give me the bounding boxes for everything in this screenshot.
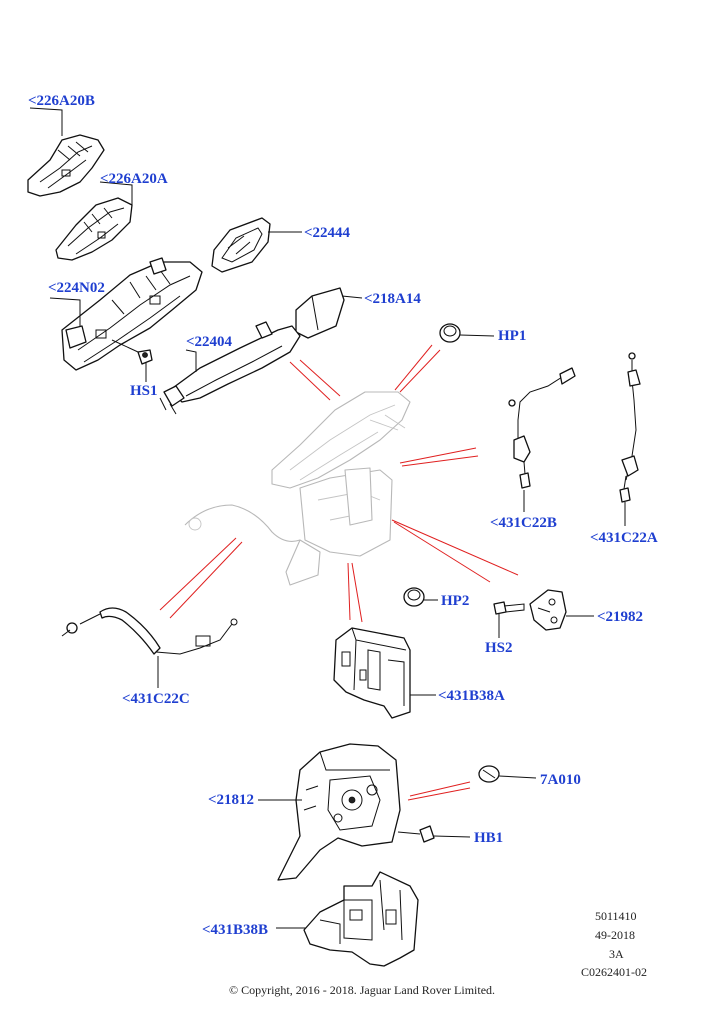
part-431B38A <box>333 627 436 719</box>
part-431C22C <box>61 607 238 688</box>
part-431B38B <box>276 871 419 967</box>
label-21812: <21812 <box>208 792 255 808</box>
label-HP1: HP1 <box>498 328 527 344</box>
part-21982 <box>529 589 594 631</box>
callout-lines <box>159 344 519 801</box>
label-HP2: HP2 <box>441 593 470 609</box>
copyright-notice: © Copyright, 2016 - 2018. Jaguar Land Ro… <box>228 983 496 997</box>
part-218A14 <box>295 287 363 339</box>
label-431C22B: <431C22B <box>490 515 557 531</box>
label-431B38A: <431B38A <box>438 688 505 704</box>
part-226A20A <box>55 181 133 261</box>
label-HS1: HS1 <box>130 383 158 399</box>
meta-line-2: 49-2018 <box>595 928 635 942</box>
part-22404 <box>159 321 301 415</box>
meta-line-4: C0262401-02 <box>581 965 647 979</box>
label-22444: <22444 <box>304 225 351 241</box>
label-HB1: HB1 <box>474 830 504 846</box>
meta-line-3: 3A <box>609 947 624 961</box>
label-HS2: HS2 <box>485 640 513 656</box>
part-HP2 <box>403 587 438 607</box>
part-HB1 <box>397 825 471 843</box>
label-7A010: 7A010 <box>540 772 581 788</box>
meta-line-1: 5011410 <box>595 909 637 923</box>
part-HP1 <box>439 323 495 343</box>
label-21982: <21982 <box>597 609 644 625</box>
label-431C22A: <431C22A <box>590 530 658 546</box>
part-HS1 <box>111 339 153 382</box>
label-218A14: <218A14 <box>364 291 421 307</box>
label-431C22C: <431C22C <box>122 691 190 707</box>
part-22444 <box>211 217 302 273</box>
label-22404: <22404 <box>186 334 233 350</box>
part-226A20B <box>27 107 105 197</box>
part-431C22A <box>619 352 641 526</box>
label-226A20A: <226A20A <box>100 171 168 187</box>
part-21812 <box>258 743 401 881</box>
part-7A010 <box>478 765 537 783</box>
label-431B38B: <431B38B <box>202 922 269 938</box>
label-226A20B: <226A20B <box>28 93 95 109</box>
ghost-assembly <box>184 391 411 586</box>
label-224N02: <224N02 <box>48 280 105 296</box>
part-431C22B <box>508 367 576 512</box>
part-224N02 <box>49 257 203 371</box>
part-HS2 <box>493 601 525 638</box>
